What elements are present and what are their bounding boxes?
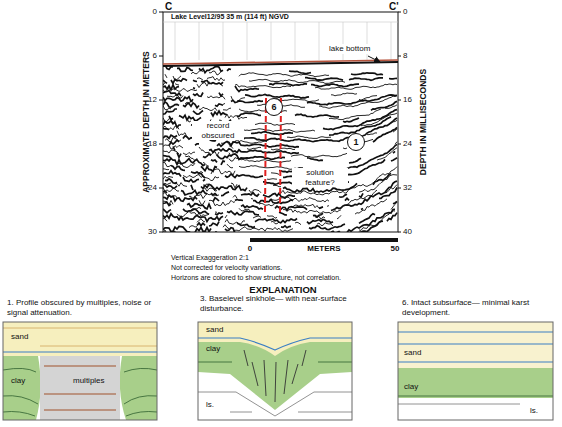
reflector	[171, 144, 397, 173]
layer-label: multiples	[73, 376, 105, 386]
panel-sinkhole	[198, 322, 352, 420]
reflector	[163, 209, 395, 232]
header-grid	[163, 22, 398, 60]
tick-label: 32	[403, 183, 412, 193]
reflector	[189, 202, 397, 231]
note: Not corrected for velocity variations.	[171, 264, 282, 272]
profile-frame	[163, 12, 398, 232]
tick-label: 16	[403, 95, 412, 105]
tick-label: 0	[153, 7, 157, 17]
callout-text: lake bottom	[328, 44, 371, 54]
scale-bar	[250, 238, 398, 242]
explanation-panel: 3. Baselevel sinkhole— with near-surface…	[198, 292, 354, 424]
note: Horizons are colored to show structure, …	[171, 274, 341, 282]
tick-label: 6	[153, 51, 157, 61]
tick-label: 12	[148, 95, 157, 105]
layer-label: clay	[404, 382, 418, 392]
callout-text: 6	[271, 103, 276, 112]
reflector	[225, 105, 397, 120]
callout-text: solution feature?	[292, 168, 348, 187]
panel-intact	[398, 322, 553, 420]
reflector	[163, 139, 373, 150]
scale-label: 0	[248, 244, 252, 254]
profile-end: C'	[389, 1, 399, 13]
tick-label: 24	[403, 139, 412, 149]
reflector	[305, 78, 397, 81]
layer-label: ls.	[206, 400, 214, 410]
axis-ticks	[159, 12, 401, 232]
scale-label: 50	[391, 244, 400, 254]
callout-number: 1	[347, 133, 365, 151]
reflector	[163, 173, 391, 197]
tick-label: 24	[148, 183, 157, 193]
lake-bottom-horizon	[163, 60, 398, 64]
seismic-reflectors	[163, 66, 397, 232]
callout-text: 1	[353, 138, 358, 147]
reflector	[163, 214, 333, 224]
reflector	[177, 199, 387, 220]
callout-text: record obscured	[192, 121, 244, 140]
reflector	[165, 74, 345, 83]
layer-label: clay	[11, 376, 25, 386]
tick-label: 40	[403, 227, 412, 237]
panel-multiples	[3, 322, 157, 420]
layer-label: sand	[11, 332, 28, 342]
reflector	[163, 175, 277, 181]
callout-number: 6	[265, 98, 283, 116]
tick-label: 18	[148, 139, 157, 149]
lake-level: Lake Level12/95 35 m (114 ft) NGVD	[170, 13, 290, 21]
reflector	[163, 82, 397, 90]
reflector	[163, 211, 395, 232]
tick-label: 0	[403, 7, 407, 17]
section-heading: EXPLANATION	[249, 284, 316, 295]
layer-label: ls.	[530, 406, 538, 416]
reflector	[185, 156, 291, 163]
layer-label: clay	[206, 344, 220, 354]
layer-label: sand	[206, 325, 223, 335]
reflector	[191, 70, 329, 77]
tick-label: 8	[403, 51, 407, 61]
panel-caption: 3. Baselevel sinkhole— with near-surface…	[200, 294, 350, 313]
axis-title: DEPTH IN MILLISECONDS	[418, 69, 428, 175]
tick-label: 30	[148, 227, 157, 237]
profile-end: C	[165, 1, 172, 13]
reflector	[163, 102, 253, 109]
axis-title: APPROXIMATE DEPTH IN METERS	[141, 51, 151, 193]
panel-caption: 1. Profile obscured by multiples, noise …	[7, 298, 155, 317]
leader-arrow	[368, 56, 380, 62]
explanation-panel: 6. Intact subsurface— minimal karst deve…	[398, 296, 554, 424]
panel-caption: 6. Intact subsurface— minimal karst deve…	[402, 298, 552, 317]
reflector	[163, 79, 359, 87]
note: Vertical Exaggeration 2:1	[171, 254, 249, 262]
layer-label: sand	[404, 348, 421, 358]
scale-label: METERS	[307, 244, 340, 254]
explanation-panel: 1. Profile obscured by multiples, noise …	[3, 296, 157, 424]
reflector	[163, 213, 397, 232]
